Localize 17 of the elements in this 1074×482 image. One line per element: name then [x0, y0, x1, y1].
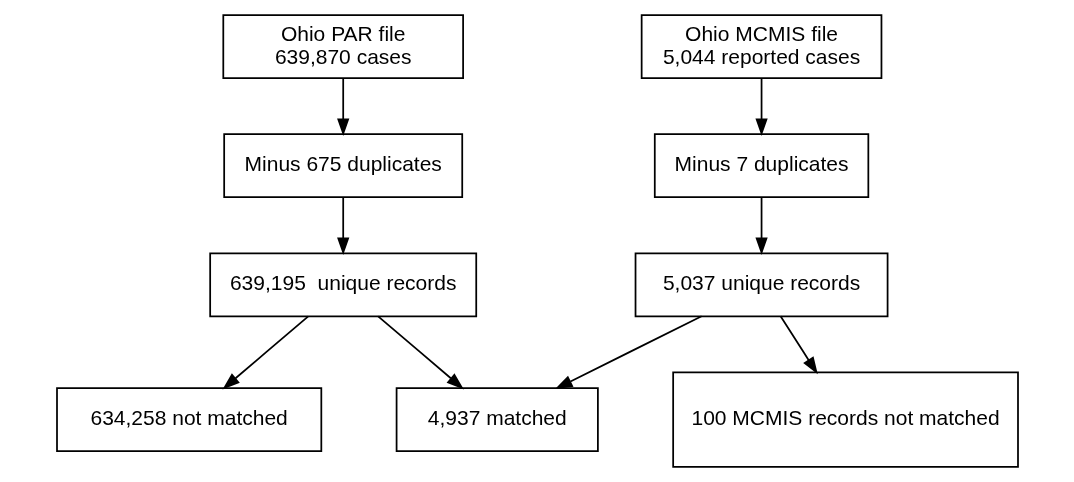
- arrow: [336, 196, 349, 256]
- arrow: [554, 315, 702, 390]
- arrow: [754, 196, 768, 256]
- node-box: 634,258 not matched: [55, 387, 322, 452]
- node-box: 5,037 unique records: [634, 252, 888, 318]
- node-box: Minus 675 duplicates: [222, 133, 463, 199]
- arrow: [754, 77, 768, 137]
- node-box: 4,937 matched: [395, 387, 599, 452]
- node-box: Ohio PAR file 639,870 cases: [221, 14, 464, 80]
- arrow: [336, 77, 349, 137]
- node-box: Ohio MCMIS file 5,044 reported cases: [640, 14, 882, 80]
- node-box: 639,195 unique records: [208, 252, 477, 318]
- node-box: 100 MCMIS records not matched: [671, 371, 1019, 468]
- arrow: [779, 315, 818, 375]
- arrow: [376, 315, 464, 390]
- node-box: Minus 7 duplicates: [653, 133, 869, 199]
- arrow: [222, 315, 309, 390]
